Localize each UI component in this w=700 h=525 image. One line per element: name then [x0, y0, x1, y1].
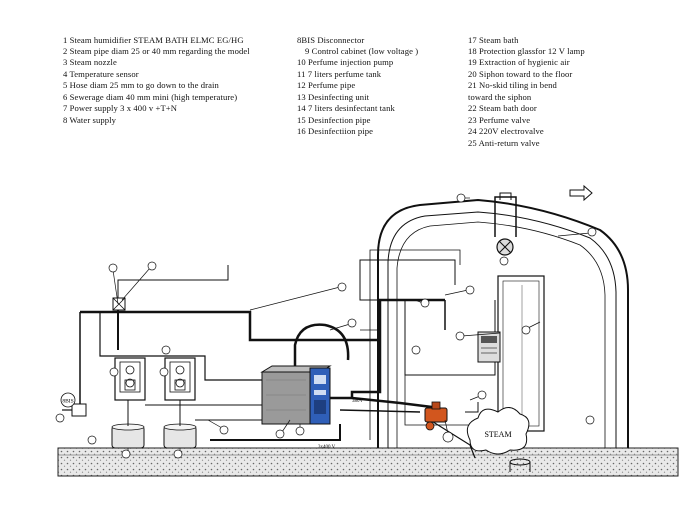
perfume-pump — [114, 357, 146, 401]
legend-item: 8BIS Disconnector — [297, 35, 365, 45]
legend-item: 22 Steam bath door — [468, 103, 537, 113]
electrovalve — [424, 401, 448, 431]
air-extraction-duct — [494, 184, 593, 237]
legend: 1 Steam humidifier STEAM BATH ELMC EG/HG… — [0, 0, 700, 150]
steam-generator-cabinet — [260, 365, 332, 425]
legend-item: 13 Desinfecting unit — [297, 92, 370, 102]
lamp-icon — [496, 238, 514, 256]
anti-return-valve — [112, 297, 126, 311]
legend-item: 20 Siphon toward to the floor — [468, 69, 573, 79]
legend-item: 10 Perfume injection pump — [297, 57, 394, 67]
disconnector: 8BIS — [60, 392, 87, 417]
callouts — [55, 193, 597, 459]
perfume-tank — [111, 423, 145, 449]
legend-item: 23 Perfume valve — [468, 115, 531, 125]
disinfecting-pump — [164, 357, 196, 401]
legend-item: 24 220V electrovalve — [468, 126, 544, 136]
legend-item: 1 Steam humidifier STEAM BATH ELMC EG/HG — [63, 35, 244, 45]
legend-item: 11 7 liters perfume tank — [297, 69, 382, 79]
legend-item: 8 Water supply — [63, 115, 117, 125]
disconnector-label: 8BIS — [62, 399, 73, 405]
floor — [57, 447, 679, 477]
legend-item: 14 7 liters desinfectant tank — [297, 103, 395, 113]
legend-item: toward the siphon — [468, 92, 532, 102]
legend-item: 2 Steam pipe diam 25 or 40 mm regarding … — [63, 46, 250, 56]
legend-item: 15 Desinfection pipe — [297, 115, 371, 125]
legend-item: 21 No-skid tiling in bend — [468, 80, 557, 90]
pipe-size-label: 380V — [352, 399, 364, 404]
legend-item: 3 Steam nozzle — [63, 57, 117, 67]
legend-item: 6 Sewerage diam 40 mm mini (high tempera… — [63, 92, 238, 102]
control-panel — [477, 331, 501, 363]
disinfectant-tank — [163, 423, 197, 449]
legend-item: 12 Perfume pipe — [297, 80, 356, 90]
steam-cloud: STEAM — [466, 407, 530, 455]
legend-item: 17 Steam bath — [468, 35, 519, 45]
legend-item: 25 Anti-return valve — [468, 138, 540, 148]
steam-label: STEAM — [484, 430, 511, 439]
piping — [79, 249, 479, 459]
legend-item: 4 Temperature sensor — [63, 69, 139, 79]
legend-item: 9 Control cabinet (low voltage ) — [305, 46, 419, 56]
legend-item: 19 Extraction of hygienic air — [468, 57, 570, 67]
legend-item: 16 Desinfectiion pipe — [297, 126, 374, 136]
legend-item: 7 Power supply 3 x 400 v +T+N — [63, 103, 178, 113]
legend-item: 5 Hose diam 25 mm to go down to the drai… — [63, 80, 219, 90]
siphon — [509, 458, 531, 472]
legend-item: 18 Protection glassfor 12 V lamp — [468, 46, 585, 56]
voltage-label: 3x400 V — [318, 445, 336, 450]
